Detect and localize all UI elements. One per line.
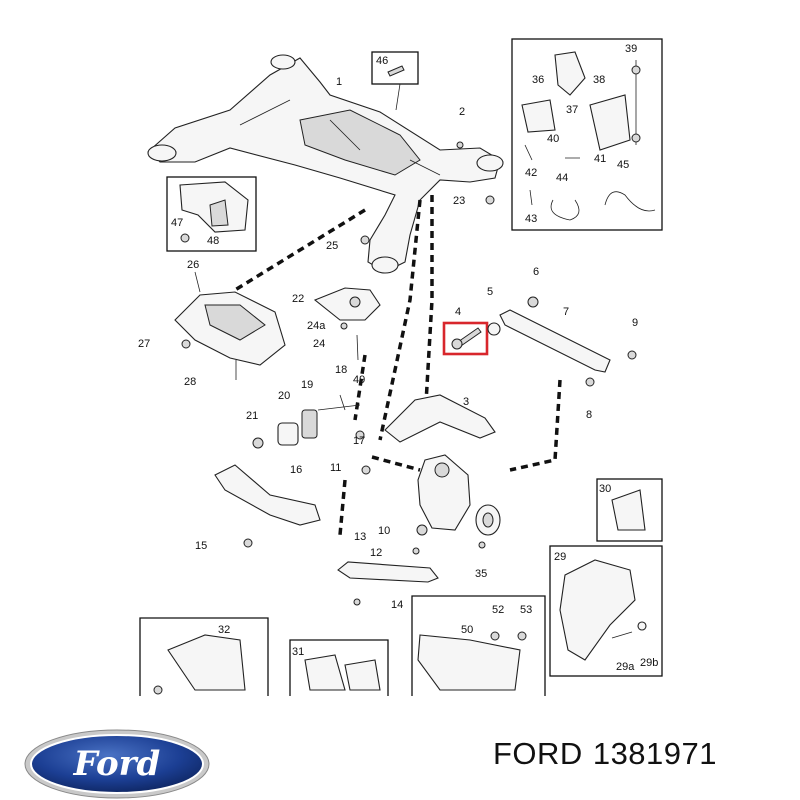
link-13 — [337, 561, 439, 583]
knuckle-10 — [417, 454, 501, 536]
callout-3: 3 — [463, 396, 469, 408]
callout-24a: 24a — [307, 320, 326, 332]
callout-15: 15 — [195, 540, 207, 552]
subframe — [147, 54, 504, 274]
part-47-48-box — [166, 176, 257, 252]
callout-12: 12 — [370, 547, 382, 559]
fasteners — [181, 141, 527, 641]
callout-24: 24 — [313, 338, 325, 350]
callout-10: 10 — [378, 525, 390, 537]
callout-48: 48 — [207, 235, 219, 247]
dashed-links — [234, 195, 562, 536]
callout-25: 25 — [326, 240, 338, 252]
callout-36: 36 — [532, 74, 544, 86]
callout-32: 32 — [218, 624, 230, 636]
bushing-19-20 — [252, 394, 361, 449]
callout-29b: 29b — [640, 657, 658, 669]
callout-26: 26 — [187, 259, 199, 271]
callout-49: 49 — [353, 374, 365, 386]
callout-29a: 29a — [616, 661, 635, 673]
ford-logo-wordmark: Ford — [73, 744, 161, 784]
link-7 — [499, 296, 637, 387]
callout-18: 18 — [335, 364, 347, 376]
callout-35: 35 — [475, 568, 487, 580]
callout-28: 28 — [184, 376, 196, 388]
part-46-box — [371, 51, 419, 111]
part-30-box — [596, 478, 663, 542]
callout-21: 21 — [246, 410, 258, 422]
part-31-box — [289, 639, 389, 696]
footer-part-label: FORD 1381971 — [493, 736, 727, 772]
callout-5: 5 — [487, 286, 493, 298]
callout-46: 46 — [376, 55, 388, 67]
callout-29: 29 — [554, 551, 566, 563]
callout-13: 13 — [354, 531, 366, 543]
callout-53: 53 — [520, 604, 532, 616]
callout-6: 6 — [533, 266, 539, 278]
callout-42: 42 — [525, 167, 537, 179]
callout-31: 31 — [292, 646, 304, 658]
part-50-box — [411, 595, 546, 696]
callout-17: 17 — [353, 435, 365, 447]
callout-14: 14 — [391, 599, 403, 611]
callout-22: 22 — [292, 293, 304, 305]
callout-labels: 1 2 3 4 5 6 7 8 9 10 11 12 13 14 15 16 1… — [138, 43, 658, 673]
callout-47: 47 — [171, 217, 183, 229]
callout-4: 4 — [455, 306, 461, 318]
arm-16 — [214, 464, 321, 526]
arm-3 — [384, 394, 496, 443]
callout-8: 8 — [586, 409, 592, 421]
callout-39: 39 — [625, 43, 637, 55]
bolt-4-highlight[interactable] — [442, 321, 501, 356]
callout-1: 1 — [336, 76, 342, 88]
callout-20: 20 — [278, 390, 290, 402]
part-number: 1381971 — [592, 736, 718, 771]
callout-23: 23 — [453, 195, 465, 207]
callout-27: 27 — [138, 338, 150, 350]
callout-9: 9 — [632, 317, 638, 329]
part-32-box — [139, 617, 269, 696]
callout-50: 50 — [461, 624, 473, 636]
part-29-box — [549, 545, 663, 677]
callout-19: 19 — [301, 379, 313, 391]
callout-2: 2 — [459, 106, 465, 118]
bracket-22 — [313, 287, 381, 361]
ford-logo: Ford — [24, 729, 210, 799]
bracket-26 — [174, 271, 286, 366]
part-36-45-box — [511, 38, 663, 231]
callout-38: 38 — [593, 74, 605, 86]
callout-41: 41 — [594, 153, 606, 165]
callout-43: 43 — [525, 213, 537, 225]
callout-11: 11 — [330, 462, 341, 474]
brand-name: FORD — [493, 736, 583, 771]
callout-40: 40 — [547, 133, 559, 145]
callout-37: 37 — [566, 104, 578, 116]
callout-30: 30 — [599, 483, 611, 495]
callout-45: 45 — [617, 159, 629, 171]
callout-16: 16 — [290, 464, 302, 476]
callout-44: 44 — [556, 172, 568, 184]
callout-7: 7 — [563, 306, 569, 318]
callout-52: 52 — [492, 604, 504, 616]
